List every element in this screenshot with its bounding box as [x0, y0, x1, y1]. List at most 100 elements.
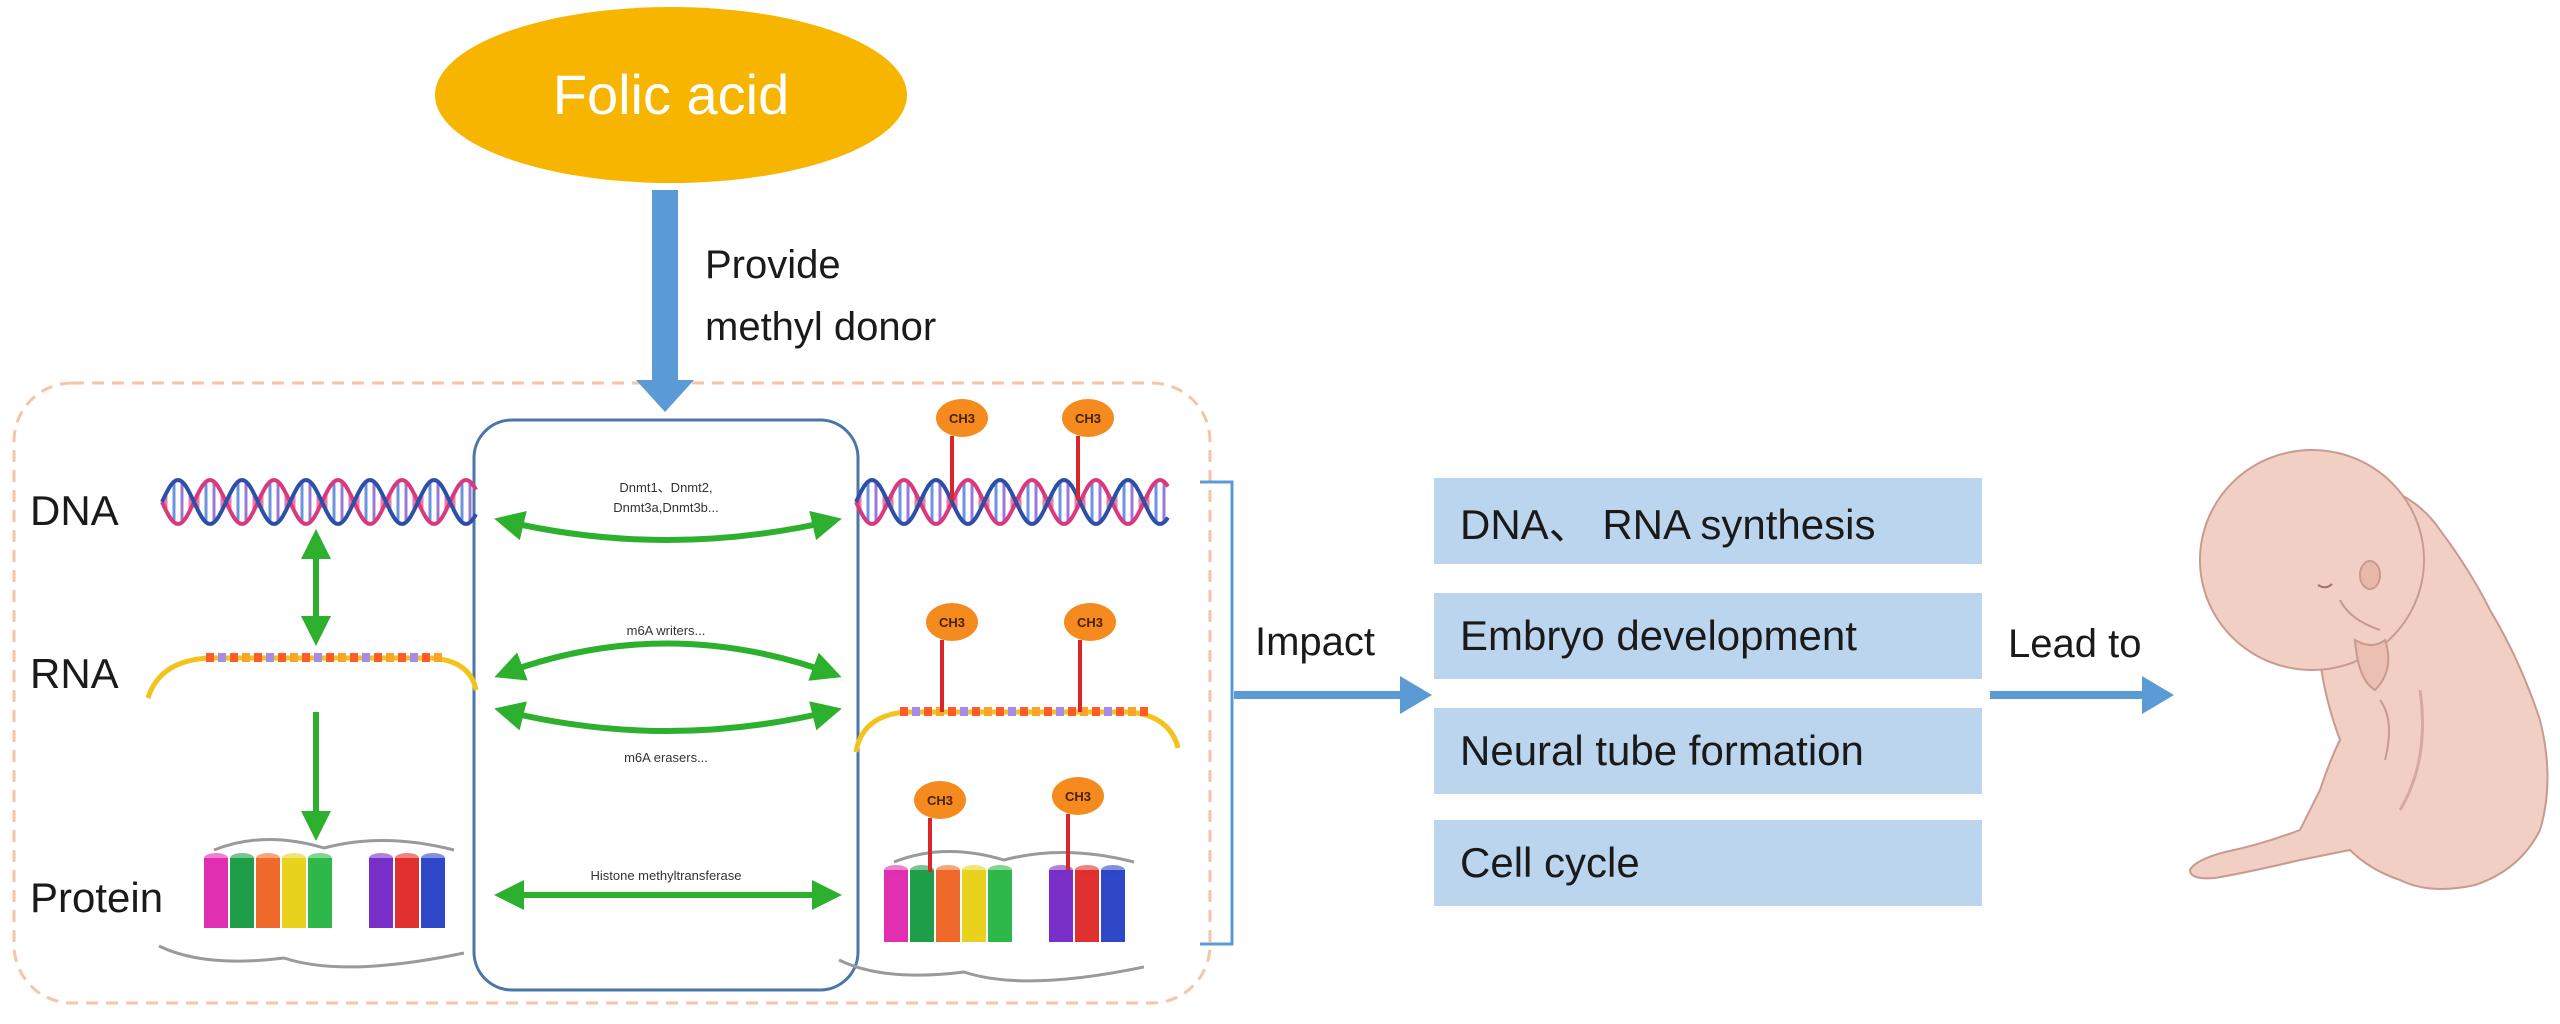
rna-nucleotide [1020, 707, 1028, 716]
row-label-rna: RNA [30, 650, 119, 697]
protein-helix-top [988, 865, 1012, 875]
dna-strand [854, 477, 1170, 527]
provide-arrow [636, 190, 694, 412]
rna-nucleotide [1128, 707, 1136, 716]
protein-helix-top [1101, 865, 1125, 875]
protein-helix [988, 870, 1012, 942]
rna-nucleotide [900, 707, 908, 716]
rna-nucleotide [972, 707, 980, 716]
protein-helix-top [369, 853, 393, 863]
outcome-box-synthesis: DNA、 RNA synthesis [1434, 478, 1982, 564]
methyl-label: CH3 [939, 615, 965, 630]
outcome-label: Cell cycle [1460, 839, 1640, 886]
methyl-label: CH3 [949, 411, 975, 426]
rna-nucleotide [912, 707, 920, 716]
dna-strand [160, 477, 478, 527]
lead-to-label: Lead to [2008, 622, 2142, 666]
rna-nucleotide [338, 653, 346, 662]
methyl-badge [1052, 777, 1104, 815]
rna-nucleotide [960, 707, 968, 716]
protein-helix [256, 858, 280, 928]
rna-nucleotide [254, 653, 262, 662]
provide-label-line1: Provide [705, 243, 841, 287]
folic-acid-node [435, 7, 907, 183]
rna-nucleotide [314, 653, 322, 662]
rna-nucleotide [278, 653, 286, 662]
outcome-label: DNA、 RNA synthesis [1460, 500, 1876, 548]
rna-nucleotide [924, 707, 932, 716]
rna-nucleotide [1068, 707, 1076, 716]
rna-nucleotide [996, 707, 1004, 716]
methyl-badge [1064, 603, 1116, 641]
protein-helix [962, 870, 986, 942]
rna-writer-arrow [494, 640, 842, 681]
lead-to-arrow [1990, 676, 2174, 714]
outcome-label: Neural tube formation [1460, 727, 1864, 774]
protein-helix-top [1075, 865, 1099, 875]
histone-label: Histone methyltransferase [590, 868, 741, 883]
rna-nucleotide [290, 653, 298, 662]
right-bracket [1200, 480, 1234, 946]
outcome-label: Embryo development [1460, 612, 1857, 659]
protein-chain [838, 958, 1145, 983]
impact-label: Impact [1255, 620, 1376, 664]
rna-writers-label: m6A writers... [627, 623, 706, 638]
dna-strand [160, 477, 478, 527]
protein-helix [1075, 870, 1099, 942]
rna-nucleotide [302, 653, 310, 662]
rna-nucleotide [1092, 707, 1100, 716]
dna-strand [854, 477, 1170, 527]
rna-strand-right [853, 707, 1181, 753]
methyl-label: CH3 [927, 793, 953, 808]
rna-nucleotide [398, 653, 406, 662]
methyl-label: CH3 [1077, 615, 1103, 630]
row-label-protein: Protein [30, 874, 164, 921]
protein-helix-top [256, 853, 280, 863]
dna-helix-right [854, 477, 1170, 527]
protein-helix [884, 870, 908, 942]
rna-nucleotide [1104, 707, 1112, 716]
rna-nucleotide [362, 653, 370, 662]
provide-label-line2: methyl donor [705, 305, 937, 349]
rna-nucleotide [326, 653, 334, 662]
outcome-box-cell-cycle: Cell cycle [1434, 820, 1982, 906]
protein-helix-top [962, 865, 986, 875]
protein-helix-top [308, 853, 332, 863]
rna-nucleotide [1140, 707, 1148, 716]
protein-helix-top [395, 853, 419, 863]
protein-helix-top [230, 853, 254, 863]
rna-nucleotide [386, 653, 394, 662]
protein-helix [308, 858, 332, 928]
rna-nucleotide [230, 653, 238, 662]
methyl-badge [914, 781, 966, 819]
protein-helix [910, 870, 934, 942]
rna-nucleotide [1044, 707, 1052, 716]
protein-helix [1049, 870, 1073, 942]
row-label-dna: DNA [30, 487, 119, 534]
protein-chain [158, 944, 465, 969]
rna-strand-left [145, 653, 479, 699]
rna-nucleotide [1032, 707, 1040, 716]
rna-nucleotide [218, 653, 226, 662]
rna-nucleotide [434, 653, 442, 662]
rna-nucleotide [242, 653, 250, 662]
methyl-label: CH3 [1065, 789, 1091, 804]
mechanism-region [12, 381, 1212, 1005]
rna-nucleotide [374, 653, 382, 662]
rna-nucleotide [948, 707, 956, 716]
protein-helix [230, 858, 254, 928]
dna-helix-left [160, 477, 478, 527]
protein-cylinders-left [158, 837, 465, 969]
rna-nucleotide [1116, 707, 1124, 716]
methyl-label: CH3 [1075, 411, 1101, 426]
protein-helix [936, 870, 960, 942]
protein-helix [369, 858, 393, 928]
protein-helix [204, 858, 228, 928]
rna-nucleotide [984, 707, 992, 716]
rna-eraser-arrow [494, 701, 842, 734]
rna-nucleotide [206, 653, 214, 662]
rna-nucleotide [350, 653, 358, 662]
